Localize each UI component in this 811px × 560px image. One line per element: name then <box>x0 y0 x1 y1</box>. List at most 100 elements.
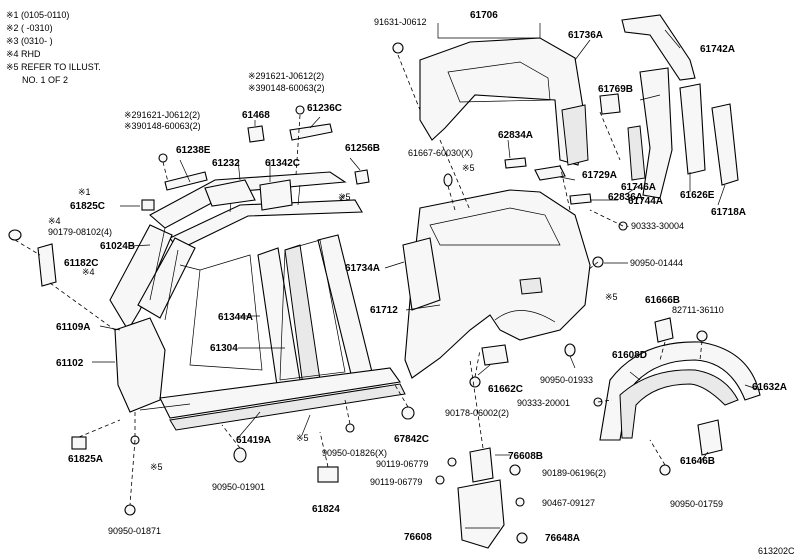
panel-61626E <box>679 83 706 175</box>
label-s5b: ※5 <box>605 292 618 302</box>
label-61736A: 61736A <box>568 30 603 41</box>
label-61109A: 61109A <box>56 322 90 333</box>
label-61646B: 61646B <box>680 456 715 467</box>
label-390148-left: ※390148-60063(2) <box>124 121 201 131</box>
label-s4b: ※4 <box>82 267 95 277</box>
leader-lines <box>14 23 761 529</box>
label-61024B: 61024B <box>100 241 135 252</box>
label-90179: 90179-08102(4) <box>48 227 112 237</box>
label-61256B: 61256B <box>345 143 380 154</box>
brace-61342C <box>259 179 293 211</box>
notes-legend: ※1 (0105-0110) ※2 ( -0310) ※3 (0310- ) ※… <box>6 10 101 85</box>
rear-quarter-panel-assembly <box>402 157 628 388</box>
brace-61232 <box>204 179 256 207</box>
label-90950-01901: 90950-01901 <box>212 482 265 492</box>
label-76608: 76608 <box>404 532 432 543</box>
label-90950-01826: 90950-01826(X) <box>322 448 387 458</box>
label-61344A: 61344A <box>218 312 253 323</box>
front-lower-panel-61102 <box>114 317 166 413</box>
label-61825C: 61825C <box>70 201 105 212</box>
bolt-91631 <box>392 42 404 54</box>
label-90333-20001: 90333-20001 <box>517 398 570 408</box>
label-90950-01871: 90950-01871 <box>108 526 161 536</box>
label-61304: 61304 <box>210 343 238 354</box>
note-5: ※5 REFER TO ILLUST. <box>6 62 101 72</box>
pad-61825C <box>141 199 155 211</box>
nut-90189 <box>509 464 521 476</box>
label-82711: 82711-36110 <box>672 305 724 315</box>
label-61824: 61824 <box>312 504 340 515</box>
note-6: NO. 1 OF 2 <box>22 75 68 85</box>
screw-90119-a <box>447 457 457 467</box>
label-91621-left: ※291621-J0612(2) <box>124 110 200 120</box>
clip-90467 <box>515 497 525 507</box>
bolt-icon <box>158 153 168 163</box>
label-61769B: 61769B <box>598 84 633 95</box>
label-90189: 90189-06196(2) <box>542 468 606 478</box>
label-90950-01444: 90950-01444 <box>630 258 683 268</box>
weatherstrip-61729A <box>534 165 566 181</box>
label-s5e: ※5 <box>150 462 163 472</box>
clip-90950-01933 <box>564 343 576 357</box>
quarter-inner-61734A <box>402 237 441 311</box>
label-s5a: ※5 <box>462 163 475 173</box>
mudguard-assembly <box>435 447 528 549</box>
label-61632A: 61632A <box>752 382 787 393</box>
bracket-61238E <box>164 171 208 191</box>
label-s4a: ※4 <box>48 216 61 226</box>
bracket-61769B <box>599 93 621 115</box>
bracket-61646B <box>697 419 723 456</box>
mudguard-76608 <box>457 479 505 549</box>
label-90333-30004: 90333-30004 <box>631 221 684 231</box>
fuel-lid <box>519 277 543 295</box>
plug-67842C <box>401 406 415 420</box>
label-61419A: 61419A <box>236 435 271 446</box>
label-s5c: ※5 <box>338 192 351 202</box>
label-s5d: ※5 <box>296 433 309 443</box>
bracket-61468 <box>247 125 265 143</box>
plug-61256B <box>354 169 370 185</box>
plug-90950-01901 <box>233 447 247 463</box>
clip-82711 <box>696 330 708 342</box>
label-61667: 61667-60030(X) <box>408 148 473 158</box>
label-61734A: 61734A <box>345 263 380 274</box>
bracket-61666B <box>654 317 674 343</box>
label-62836A: 62836A <box>608 192 643 203</box>
quarter-window-opening <box>429 207 561 246</box>
clip-76648A <box>516 532 528 544</box>
label-67842C: 67842C <box>394 434 429 445</box>
left-side-panel-assembly <box>109 171 406 431</box>
front-pillar-inner <box>137 237 196 319</box>
label-61744A: 61744A <box>628 196 663 207</box>
wheel-house-assembly <box>593 317 761 476</box>
label-390148-top: ※390148-60063(2) <box>248 83 325 93</box>
note-4: ※4 RHD <box>6 49 41 59</box>
label-61182C: 61182C <box>64 258 98 269</box>
note-1: ※1 (0105-0110) <box>6 10 69 20</box>
pad-61825A <box>71 436 87 450</box>
clip-61667 <box>443 173 453 187</box>
rear-pillar <box>317 234 373 379</box>
label-61666B: 61666B <box>645 295 680 306</box>
bracket-61236C <box>289 123 333 141</box>
label-62834A: 62834A <box>498 130 533 141</box>
label-90950-01933: 90950-01933 <box>540 375 593 385</box>
panel-62834A <box>504 157 527 169</box>
panel-61718A <box>711 103 739 186</box>
back-door-pillar-assembly <box>599 14 739 199</box>
bracket-76608B <box>469 447 494 483</box>
bracket-61182C <box>37 243 57 287</box>
label-61706: 61706 <box>470 10 498 21</box>
clip-90950-01826 <box>345 423 355 433</box>
plug-90950-01871 <box>124 504 136 516</box>
label-91621-top: ※291621-J0612(2) <box>248 71 324 81</box>
label-76608B: 76608B <box>508 451 543 462</box>
label-61742A: 61742A <box>700 44 735 55</box>
label-90950-01759: 90950-01759 <box>670 499 723 509</box>
front-door-opening <box>189 254 263 371</box>
note-3: ※3 (0310- ) <box>6 36 53 46</box>
label-61238E: 61238E <box>176 145 211 156</box>
label-61608D: 61608D <box>612 350 647 361</box>
diagram-code: 613202C <box>758 546 795 556</box>
